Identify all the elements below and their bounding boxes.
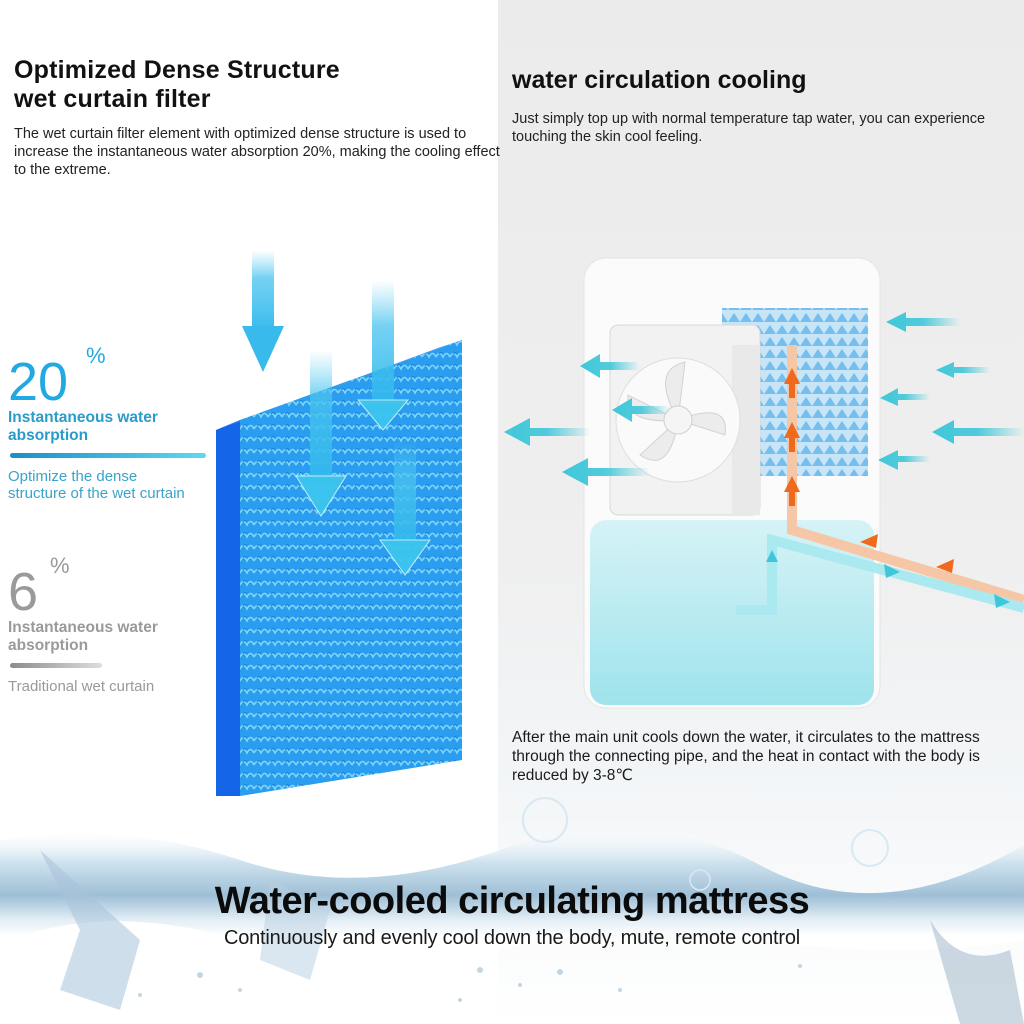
stat-traditional-unit: %: [50, 553, 70, 578]
stat-traditional-note: Traditional wet curtain: [8, 678, 155, 695]
stat-traditional-bar: [10, 663, 102, 668]
stat-optimized-bar: [10, 453, 206, 458]
stat-optimized-value: 20: [8, 352, 69, 412]
stat-optimized-label: Instantaneous water absorption: [8, 409, 206, 445]
circulation-heading: water circulation cooling: [512, 66, 807, 94]
mattress-title: Water-cooled circulating mattress: [214, 880, 810, 922]
filter-heading-line1: Optimized Dense Structure: [14, 56, 340, 84]
circulation-description: Just simply top up with normal temperatu…: [512, 111, 986, 145]
filter-edge: [216, 420, 240, 796]
wet-curtain-filter-illustration: [212, 240, 502, 800]
stat-traditional-label-line1: Instantaneous water: [8, 619, 158, 636]
stat-optimized-note-line1: Optimize the dense: [8, 468, 138, 485]
filter-heading: Optimized Dense Structure wet curtain fi…: [14, 56, 340, 114]
cooler-unit-illustration: [500, 250, 1024, 710]
airflow-arrows: [242, 250, 431, 576]
stat-optimized-note-line2: structure of the wet curtain: [8, 485, 185, 502]
fan: [609, 324, 761, 516]
stat-optimized: 20 % Instantaneous water absorption Opti…: [8, 343, 206, 502]
water-reservoir: [590, 520, 874, 705]
stat-optimized-note: Optimize the dense structure of the wet …: [8, 468, 206, 502]
cool-pipe: [736, 533, 1024, 615]
stat-optimized-unit: %: [86, 343, 106, 368]
filter-description: The wet curtain filter element with opti…: [14, 126, 500, 178]
mattress-subtitle: Continuously and evenly cool down the bo…: [223, 927, 801, 949]
stat-optimized-label-line2: absorption: [8, 427, 89, 444]
ice-cube-left: [40, 850, 140, 1010]
stat-traditional-label-line2: absorption: [8, 637, 89, 654]
filter-heading-line2: wet curtain filter: [14, 85, 211, 113]
ice-cube-mid: [260, 880, 330, 980]
hot-pipe: [787, 345, 1024, 605]
water-splash-background: [0, 790, 1024, 1024]
stat-optimized-label-line1: Instantaneous water: [8, 409, 158, 426]
hot-arrows: [784, 368, 954, 573]
stat-traditional-label: Instantaneous water absorption: [8, 619, 158, 655]
stat-traditional-value: 6: [8, 562, 39, 622]
cool-airflow-arrows: [504, 312, 1024, 486]
stat-traditional: 6 % Instantaneous water absorption Tradi…: [8, 553, 158, 695]
circulation-caption: After the main unit cools down the water…: [512, 729, 980, 784]
